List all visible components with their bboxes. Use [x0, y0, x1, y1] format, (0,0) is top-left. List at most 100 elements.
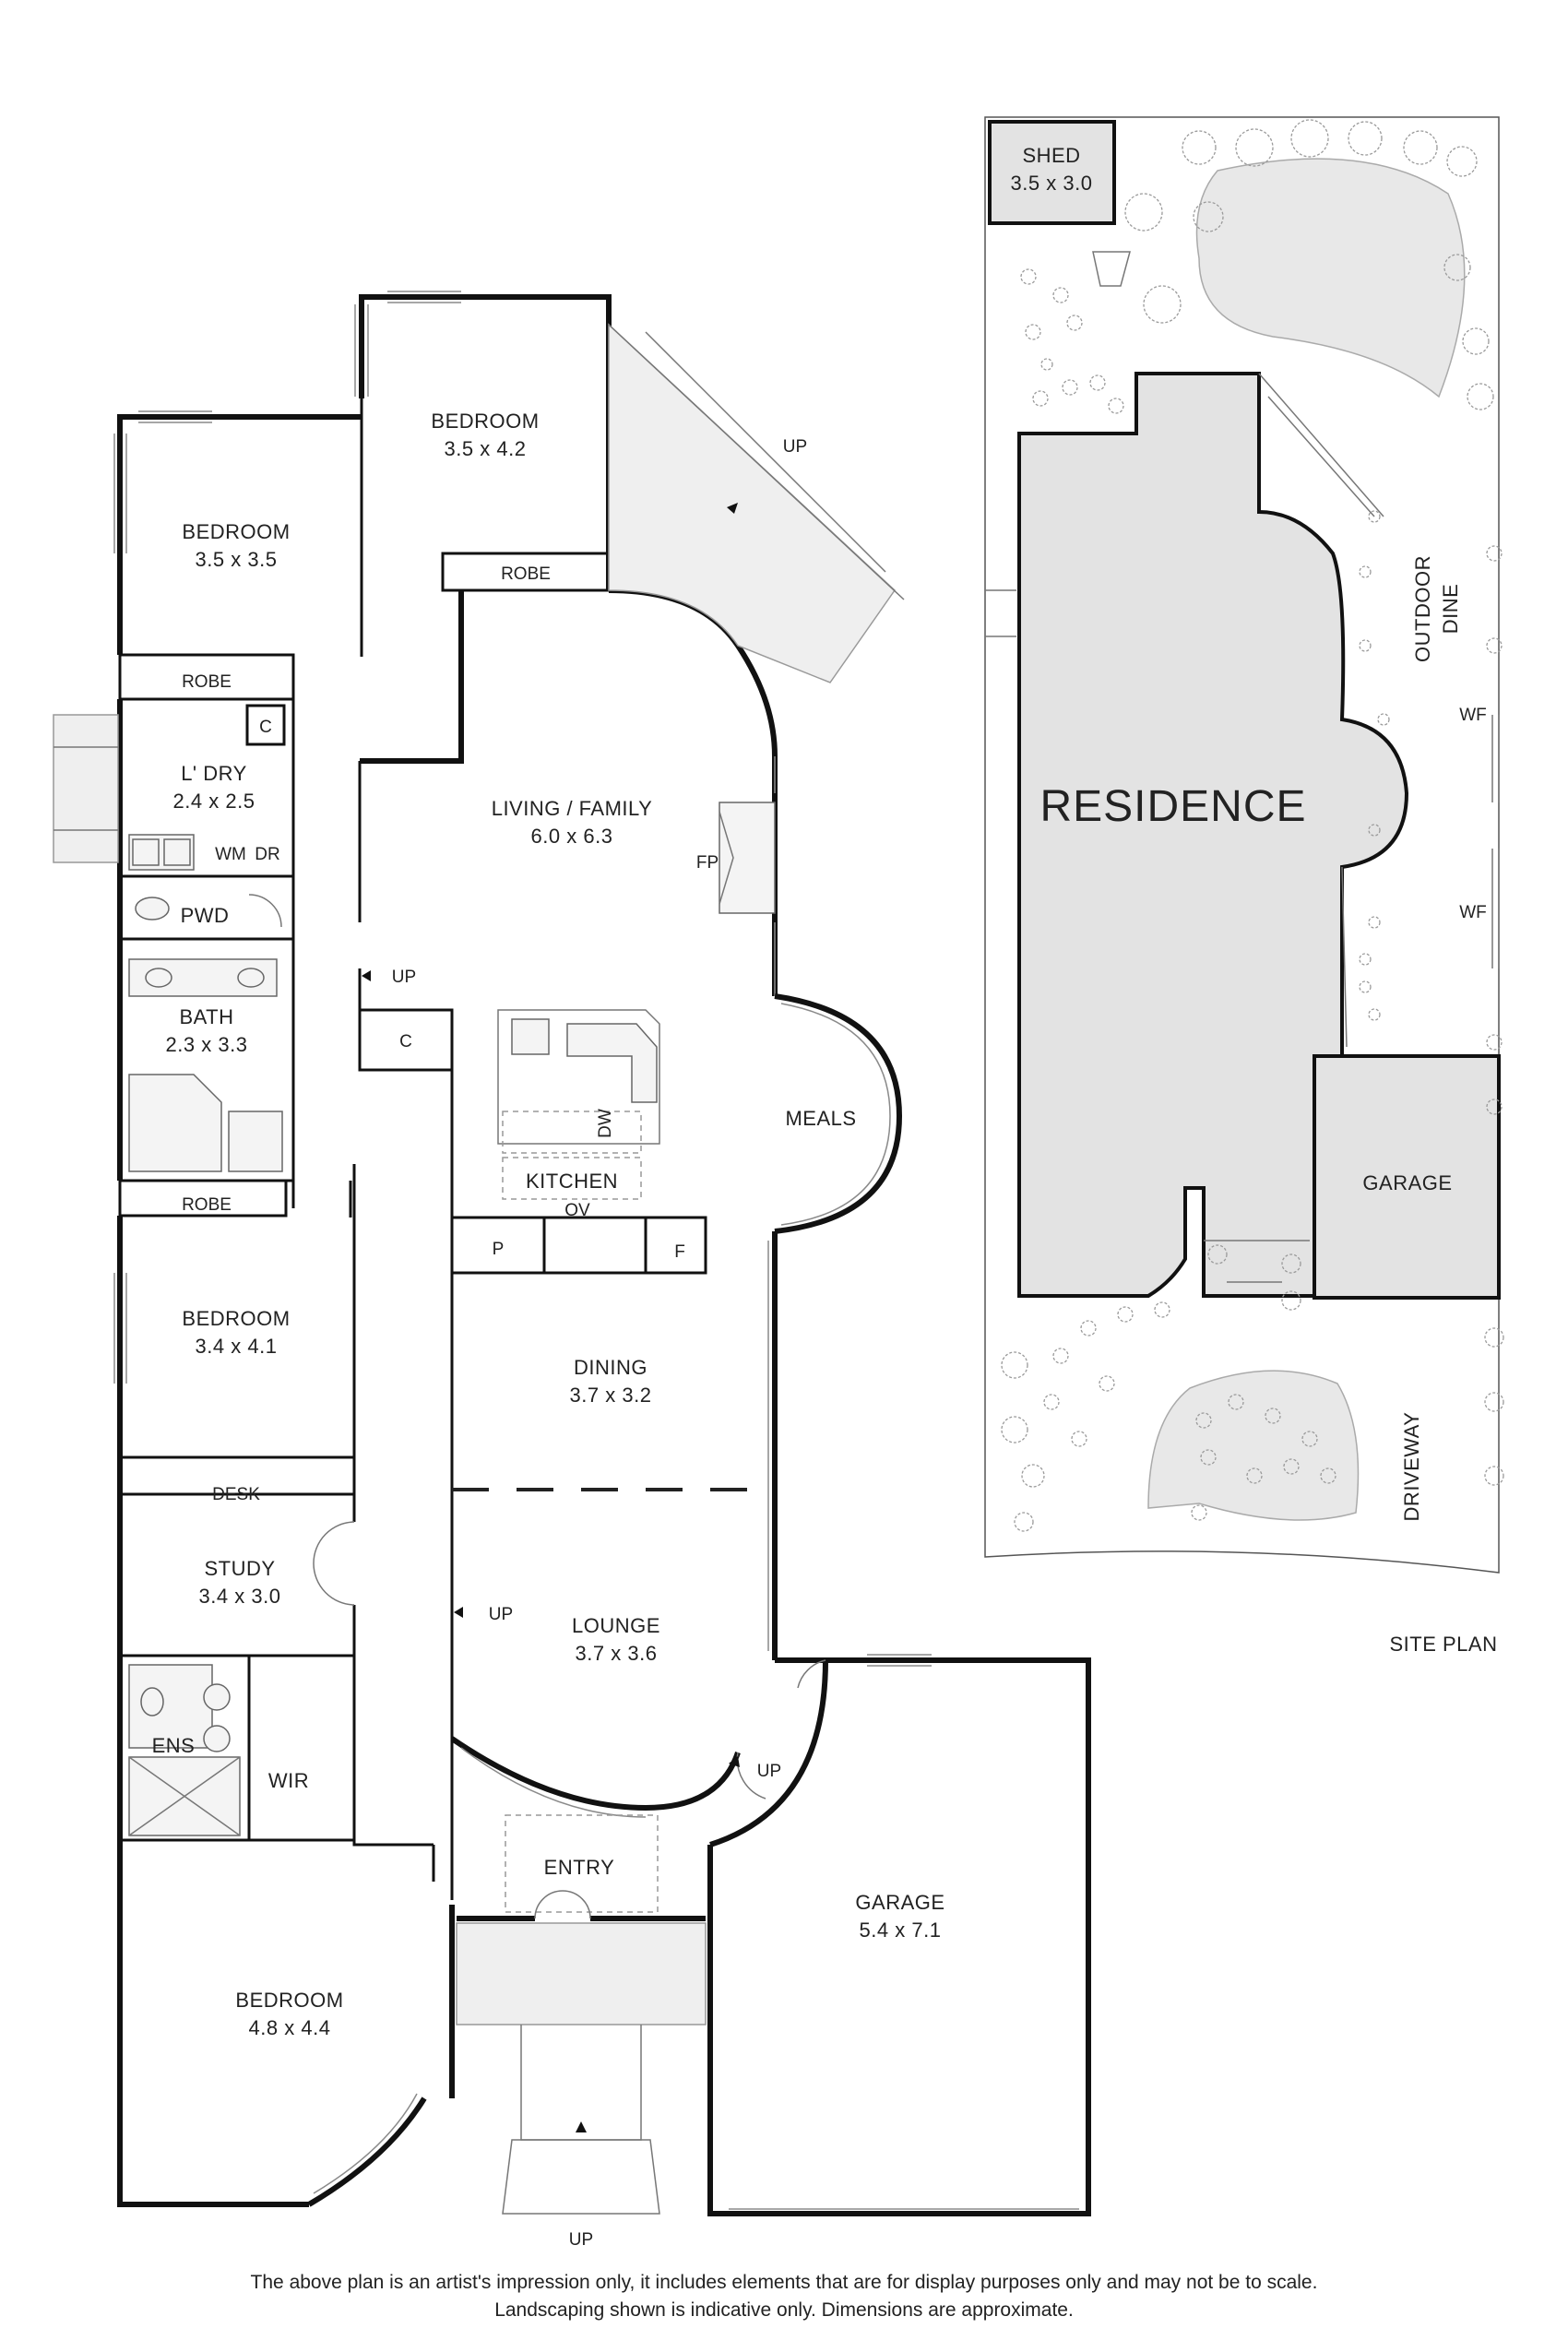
tree-icon: [1052, 287, 1069, 303]
tree-icon: [1001, 1416, 1028, 1443]
up-deck-label: UP: [783, 437, 807, 457]
bedroom-upper-left-name: BEDROOM: [182, 520, 290, 543]
tree-icon: [1301, 1431, 1318, 1447]
shed-dims: 3.5 x 3.0: [1011, 172, 1093, 195]
dine-label: DINE: [1439, 584, 1462, 635]
tree-icon: [1290, 119, 1329, 158]
garage-dims: 5.4 x 7.1: [860, 1918, 942, 1942]
tree-icon: [1124, 193, 1163, 232]
tree-icon: [1143, 285, 1182, 324]
up-arrows: [362, 503, 740, 2132]
dishwasher-label: DW: [596, 1109, 615, 1138]
bedroom-top-name: BEDROOM: [431, 410, 539, 433]
tree-icon: [1377, 713, 1390, 726]
study-dims: 3.4 x 3.0: [199, 1585, 281, 1608]
tree-icon: [1368, 824, 1381, 837]
tree-icon: [1228, 1394, 1244, 1410]
living-dims: 6.0 x 6.3: [531, 825, 613, 848]
robe-top-label: ROBE: [501, 564, 551, 584]
kitchen-label: KITCHEN: [526, 1170, 618, 1193]
tree-icon: [1071, 1431, 1087, 1447]
residence-label: RESIDENCE: [1039, 782, 1306, 831]
garage-name: GARAGE: [855, 1891, 944, 1914]
tree-icon: [1099, 1375, 1115, 1392]
tree-icon: [1368, 916, 1381, 929]
tree-icon: [1359, 639, 1372, 652]
tree-icon: [1281, 1253, 1301, 1274]
robe-upper-left-label: ROBE: [182, 672, 232, 692]
laundry-cupboard-label: C: [259, 718, 272, 737]
ensuite-label: ENS: [152, 1734, 196, 1757]
up-front-label: UP: [569, 2230, 593, 2250]
tree-icon: [1359, 980, 1372, 993]
tree-icon: [1025, 324, 1041, 340]
up-living-label: UP: [392, 968, 416, 987]
shed-name: SHED: [1022, 144, 1080, 167]
tree-icon: [1359, 565, 1372, 578]
pantry-label: P: [493, 1240, 505, 1259]
laundry-dims: 2.4 x 2.5: [173, 790, 255, 813]
tree-icon: [1348, 121, 1383, 156]
tree-icon: [1032, 390, 1049, 407]
tree-icon: [1052, 1348, 1069, 1364]
tree-icon: [1021, 1464, 1045, 1488]
tree-icon: [1235, 128, 1274, 167]
tree-icon: [1359, 953, 1372, 966]
tree-icon: [1484, 1327, 1504, 1348]
tree-icon: [1182, 130, 1217, 165]
driveway-label: DRIVEWAY: [1400, 1412, 1423, 1522]
site-plan-title: SITE PLAN: [1390, 1633, 1498, 1656]
bedroom-mid-dims: 3.4 x 4.1: [196, 1335, 278, 1358]
disclaimer-line-1: The above plan is an artist's impression…: [250, 2272, 1318, 2293]
tree-icon: [1062, 379, 1078, 396]
lounge-name: LOUNGE: [572, 1614, 660, 1637]
wm-label: WM: [215, 845, 246, 864]
tree-icon: [1368, 510, 1381, 523]
living-name: LIVING / FAMILY: [492, 797, 653, 820]
bedroom-master-dims: 4.8 x 4.4: [249, 2016, 331, 2039]
bedroom-mid-name: BEDROOM: [182, 1307, 290, 1330]
tree-icon: [1246, 1467, 1263, 1484]
up-lounge-label: UP: [489, 1605, 513, 1624]
entry-label: ENTRY: [544, 1856, 615, 1879]
dr-label: DR: [255, 845, 279, 864]
tree-icon: [1484, 1466, 1504, 1486]
pwd-label: PWD: [181, 904, 230, 927]
up-garage-label: UP: [757, 1762, 781, 1781]
tree-icon: [1486, 637, 1503, 654]
tree-icon: [1443, 254, 1471, 281]
lounge-dims: 3.7 x 3.6: [576, 1642, 658, 1665]
disclaimer-line-2: Landscaping shown is indicative only. Di…: [494, 2299, 1074, 2321]
bedroom-top-dims: 3.5 x 4.2: [445, 437, 527, 460]
fridge-label: F: [674, 1242, 685, 1262]
tree-icon: [1193, 201, 1224, 232]
desk-label: DESK: [212, 1485, 260, 1504]
tree-icon: [1200, 1449, 1217, 1466]
outdoor-label: OUTDOOR: [1411, 555, 1434, 662]
dining-name: DINING: [574, 1356, 647, 1379]
wf1-label: WF: [1459, 706, 1487, 725]
bedroom-master-name: BEDROOM: [235, 1989, 343, 2012]
landscaping-trees: [1001, 119, 1504, 1532]
oven-label: OV: [564, 1201, 590, 1220]
tree-icon: [1486, 1034, 1503, 1051]
tree-icon: [1467, 383, 1494, 410]
disclaimer: The above plan is an artist's impression…: [0, 2269, 1568, 2324]
tree-icon: [1191, 1504, 1207, 1521]
bath-name: BATH: [179, 1005, 233, 1028]
tree-icon: [1265, 1408, 1281, 1424]
tree-icon: [1080, 1320, 1097, 1336]
tree-icon: [1066, 315, 1083, 331]
tree-icon: [1040, 358, 1053, 371]
floor-plan-walls: [53, 291, 1091, 2216]
tree-icon: [1368, 1008, 1381, 1021]
bedroom-upper-left-dims: 3.5 x 3.5: [196, 548, 278, 571]
tree-icon: [1484, 1392, 1504, 1412]
tree-icon: [1043, 1394, 1060, 1410]
tree-icon: [1195, 1412, 1212, 1429]
tree-icon: [1281, 1290, 1301, 1311]
tree-icon: [1283, 1458, 1300, 1475]
tree-icon: [1117, 1306, 1134, 1323]
wf2-label: WF: [1459, 903, 1487, 922]
site-plan: [984, 116, 1501, 1574]
